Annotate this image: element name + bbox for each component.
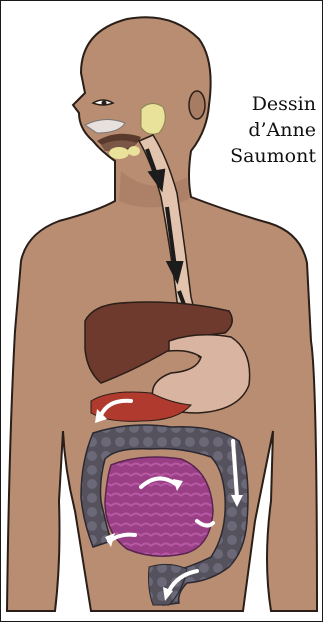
credit-line-2: d’Anne [186, 117, 316, 143]
salivary-gland-sub [109, 147, 129, 159]
credit-line-1: Dessin [186, 91, 316, 117]
salivary-gland-parotid [141, 103, 165, 134]
illustration-credit: Dessin d’Anne Saumont [186, 91, 316, 169]
small-intestine [105, 457, 213, 556]
credit-line-3: Saumont [186, 143, 316, 169]
